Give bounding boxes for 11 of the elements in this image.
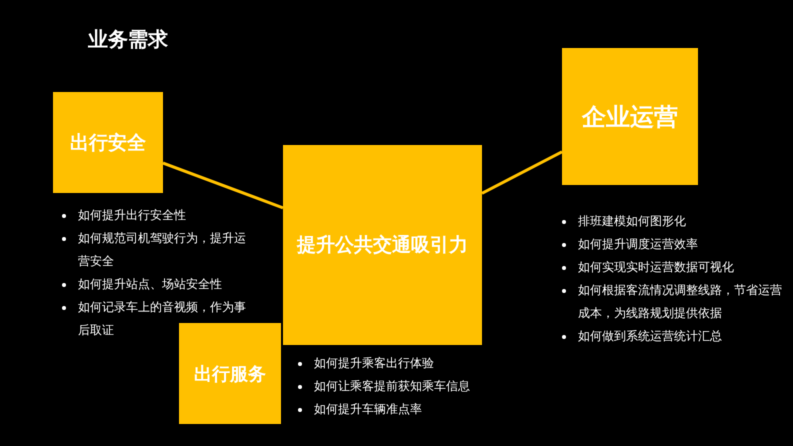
- box-title: 出行服务: [194, 362, 266, 386]
- box-title: 企业运营: [582, 102, 678, 132]
- box-title: 出行安全: [70, 130, 146, 156]
- box-title: 提升公共交通吸引力: [297, 233, 468, 258]
- topic-box: [179, 323, 281, 424]
- connector-line: [481, 150, 563, 195]
- connector-line: [162, 162, 284, 210]
- topic-box: [53, 92, 163, 193]
- title: 业务需求: [88, 26, 168, 53]
- topic-box: [283, 145, 482, 345]
- topic-box: [562, 48, 698, 185]
